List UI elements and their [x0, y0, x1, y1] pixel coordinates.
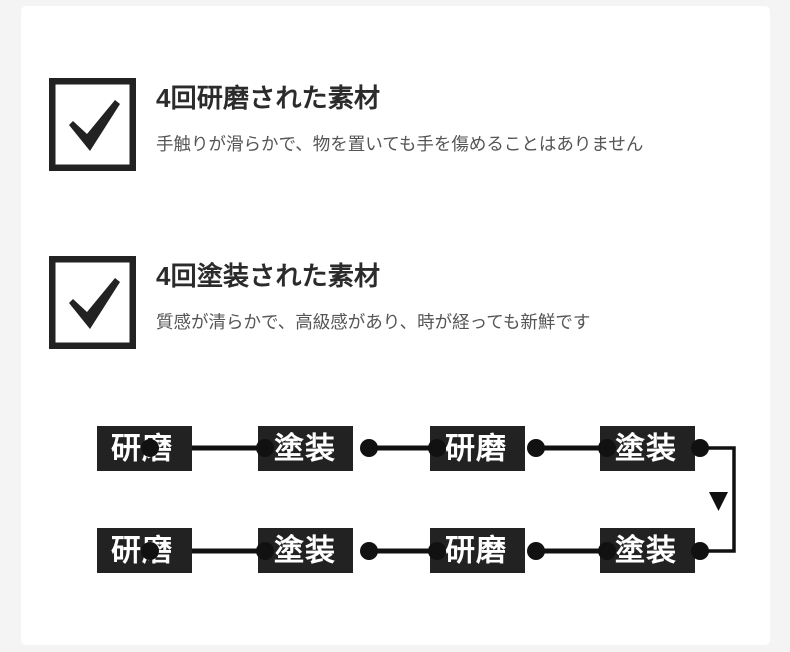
connector-dot [141, 542, 159, 560]
feature-text-1: 4回研磨された素材 手触りが滑らかで、物を置いても手を傷めることはありません [156, 78, 643, 156]
connector-dot [256, 542, 274, 560]
connector-dot [428, 542, 446, 560]
process-node-label: 塗装 [274, 534, 336, 568]
feature-item-1: 4回研磨された素材 手触りが滑らかで、物を置いても手を傷めることはありません [49, 78, 643, 171]
connector-dot [527, 439, 545, 457]
triangle-down-icon [709, 492, 728, 511]
connector-dot [141, 439, 159, 457]
connector-dot [360, 439, 378, 457]
wrap-connector [700, 446, 736, 553]
connector-dot [598, 542, 616, 560]
feature-description: 手触りが滑らかで、物を置いても手を傷めることはありません [156, 133, 644, 154]
feature-item-2: 4回塗装された素材 質感が清らかで、高級感があり、時が経っても新鮮です [49, 256, 590, 349]
connector-dot [598, 439, 616, 457]
feature-text-2: 4回塗装された素材 質感が清らかで、高級感があり、時が経っても新鮮です [156, 256, 590, 334]
process-node-label: 研磨 [445, 433, 507, 466]
feature-description: 質感が清らかで、高級感があり、時が経っても新鮮です [156, 311, 591, 332]
feature-title: 4回塗装された素材 [156, 261, 381, 291]
checkbox-checked-icon [49, 78, 136, 171]
feature-card: 4回研磨された素材 手触りが滑らかで、物を置いても手を傷めることはありません 4… [21, 6, 770, 645]
feature-title: 4回研磨された素材 [156, 83, 381, 113]
process-node-label: 塗装 [615, 534, 677, 568]
process-node-label: 塗装 [615, 432, 677, 466]
connector-dot [691, 542, 709, 560]
process-node-label: 塗装 [274, 432, 336, 466]
connector-dot [360, 542, 378, 560]
connector-dot [256, 439, 274, 457]
connector-dot [428, 439, 446, 457]
process-flow-diagram: 研磨 塗装 研磨 塗装 [49, 406, 749, 596]
checkbox-checked-icon [49, 256, 136, 349]
connector-dot [527, 542, 545, 560]
process-node-label: 研磨 [445, 535, 507, 568]
